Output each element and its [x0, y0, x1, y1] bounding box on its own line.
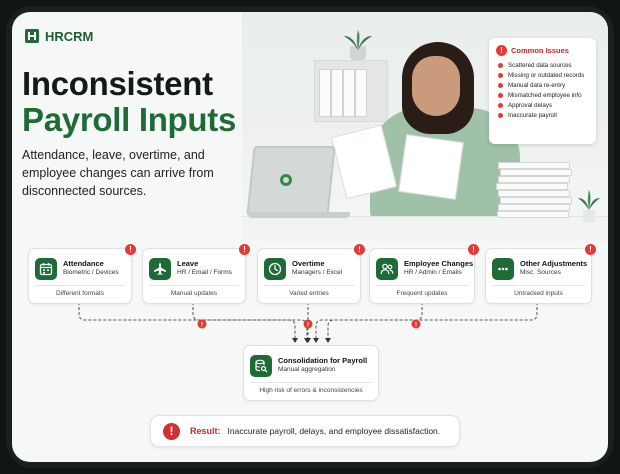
- alert-icon: [303, 319, 313, 329]
- result-banner: ! Result: Inaccurate payroll, delays, an…: [150, 415, 460, 447]
- airplane-icon: [149, 258, 171, 280]
- consolidation-subtitle: Manual aggregation: [278, 366, 336, 373]
- source-card-subtitle: HR / Admin / Emails: [404, 269, 462, 276]
- divider: [376, 285, 468, 286]
- svg-text:!: !: [415, 322, 417, 329]
- alert-icon: !: [468, 244, 479, 255]
- divider: [492, 285, 585, 286]
- people-icon: [376, 258, 398, 280]
- bullet-icon: [498, 62, 503, 68]
- plant-icon: [350, 46, 366, 60]
- bullet-icon: [498, 112, 503, 118]
- divider: [149, 285, 239, 286]
- issue-item: Manual data re-entry: [489, 80, 596, 90]
- divider: [250, 382, 372, 383]
- issue-item: Inaccurate payroll: [489, 110, 596, 120]
- consolidation-footer: High risk of errors & inconsistencies: [259, 387, 363, 394]
- person-face: [412, 56, 460, 116]
- common-issues-title: Common Issues: [511, 46, 569, 55]
- svg-text:!: !: [201, 322, 203, 329]
- divider: [264, 285, 354, 286]
- alert-icon: !: [354, 244, 365, 255]
- source-card-subtitle: HR / Email / Forms: [177, 269, 232, 276]
- source-card-subtitle: Biometric / Devices: [63, 269, 119, 276]
- page-subtitle: Attendance, leave, overtime, and employe…: [22, 148, 214, 198]
- bullet-icon: [498, 82, 503, 88]
- plant-leaves-icon: [344, 30, 372, 50]
- issue-item: Mismatched employee info: [489, 90, 596, 100]
- page-title-line2: Payroll Inputs: [22, 101, 237, 138]
- source-card-title: Attendance: [63, 259, 104, 268]
- common-issues-panel: ! Common Issues Scattered data sources M…: [489, 38, 596, 144]
- desk-plant-icon: [578, 190, 600, 222]
- source-card-footer: Frequent updates: [396, 290, 448, 297]
- desk: [242, 216, 608, 241]
- alert-icon: !: [239, 244, 250, 255]
- source-card-employee-changes: Employee Changes HR / Admin / Emails Fre…: [369, 244, 479, 304]
- divider: [35, 285, 125, 286]
- database-search-icon: [250, 355, 272, 377]
- issue-item: Missing or outdated records: [489, 70, 596, 80]
- bullet-icon: [498, 72, 503, 78]
- source-card-title: Employee Changes: [404, 259, 474, 268]
- more-icon: [492, 258, 514, 280]
- source-card-title: Overtime: [292, 259, 325, 268]
- brand-name: HRCRM: [45, 28, 94, 44]
- laptop-base: [248, 212, 350, 218]
- alert-icon: !: [125, 244, 136, 255]
- alert-icon: !: [585, 244, 596, 255]
- page-title-line1: Inconsistent: [22, 65, 213, 102]
- issue-item: Scattered data sources: [489, 60, 596, 70]
- alert-icon: !: [496, 45, 507, 56]
- source-card-other-adjustments: Other Adjustments Misc. Sources Untracke…: [485, 244, 596, 304]
- source-card-overtime: Overtime Managers / Excel Varied entries…: [257, 244, 365, 304]
- common-issues-header: ! Common Issues: [489, 38, 596, 60]
- source-card-subtitle: Managers / Excel: [292, 269, 343, 276]
- consolidation-title: Consolidation for Payroll: [278, 356, 368, 365]
- bookshelf: [314, 60, 388, 122]
- bullet-icon: [498, 92, 503, 98]
- alert-icon: !: [163, 422, 180, 440]
- clock-icon: [264, 258, 286, 280]
- laptop-logo-icon: [280, 174, 292, 186]
- result-label: Result:: [190, 426, 221, 436]
- source-card-title: Other Adjustments: [520, 259, 588, 268]
- brand-logo: HRCRM: [24, 28, 93, 44]
- source-card-subtitle: Misc. Sources: [520, 269, 561, 276]
- source-card-attendance: Attendance Biometric / Devices Different…: [28, 244, 136, 304]
- bullet-icon: [498, 102, 503, 108]
- source-card-leave: Leave HR / Email / Forms Manual updates …: [142, 244, 250, 304]
- source-card-footer: Untracked inputs: [514, 290, 563, 297]
- source-card-footer: Varied entries: [289, 290, 329, 297]
- connector-alerts: ! ! !: [197, 319, 421, 329]
- alert-icon: [197, 319, 207, 329]
- hrcrm-logo-icon: [25, 29, 39, 43]
- issue-item: Approval delays: [489, 100, 596, 110]
- source-card-footer: Manual updates: [170, 290, 218, 297]
- result-text: Inaccurate payroll, delays, and employee…: [227, 426, 441, 436]
- source-card-title: Leave: [177, 259, 199, 268]
- flow-connectors: ! ! !: [78, 302, 538, 343]
- alert-icon: [411, 319, 421, 329]
- paper-stack-icon: [496, 162, 572, 220]
- screen: HRCRM Inconsistent Payroll Inputs Attend…: [12, 12, 608, 462]
- svg-text:!: !: [307, 322, 309, 329]
- source-card-footer: Different formats: [56, 290, 104, 297]
- consolidation-card: Consolidation for Payroll Manual aggrega…: [243, 345, 379, 401]
- calendar-icon: [35, 258, 57, 280]
